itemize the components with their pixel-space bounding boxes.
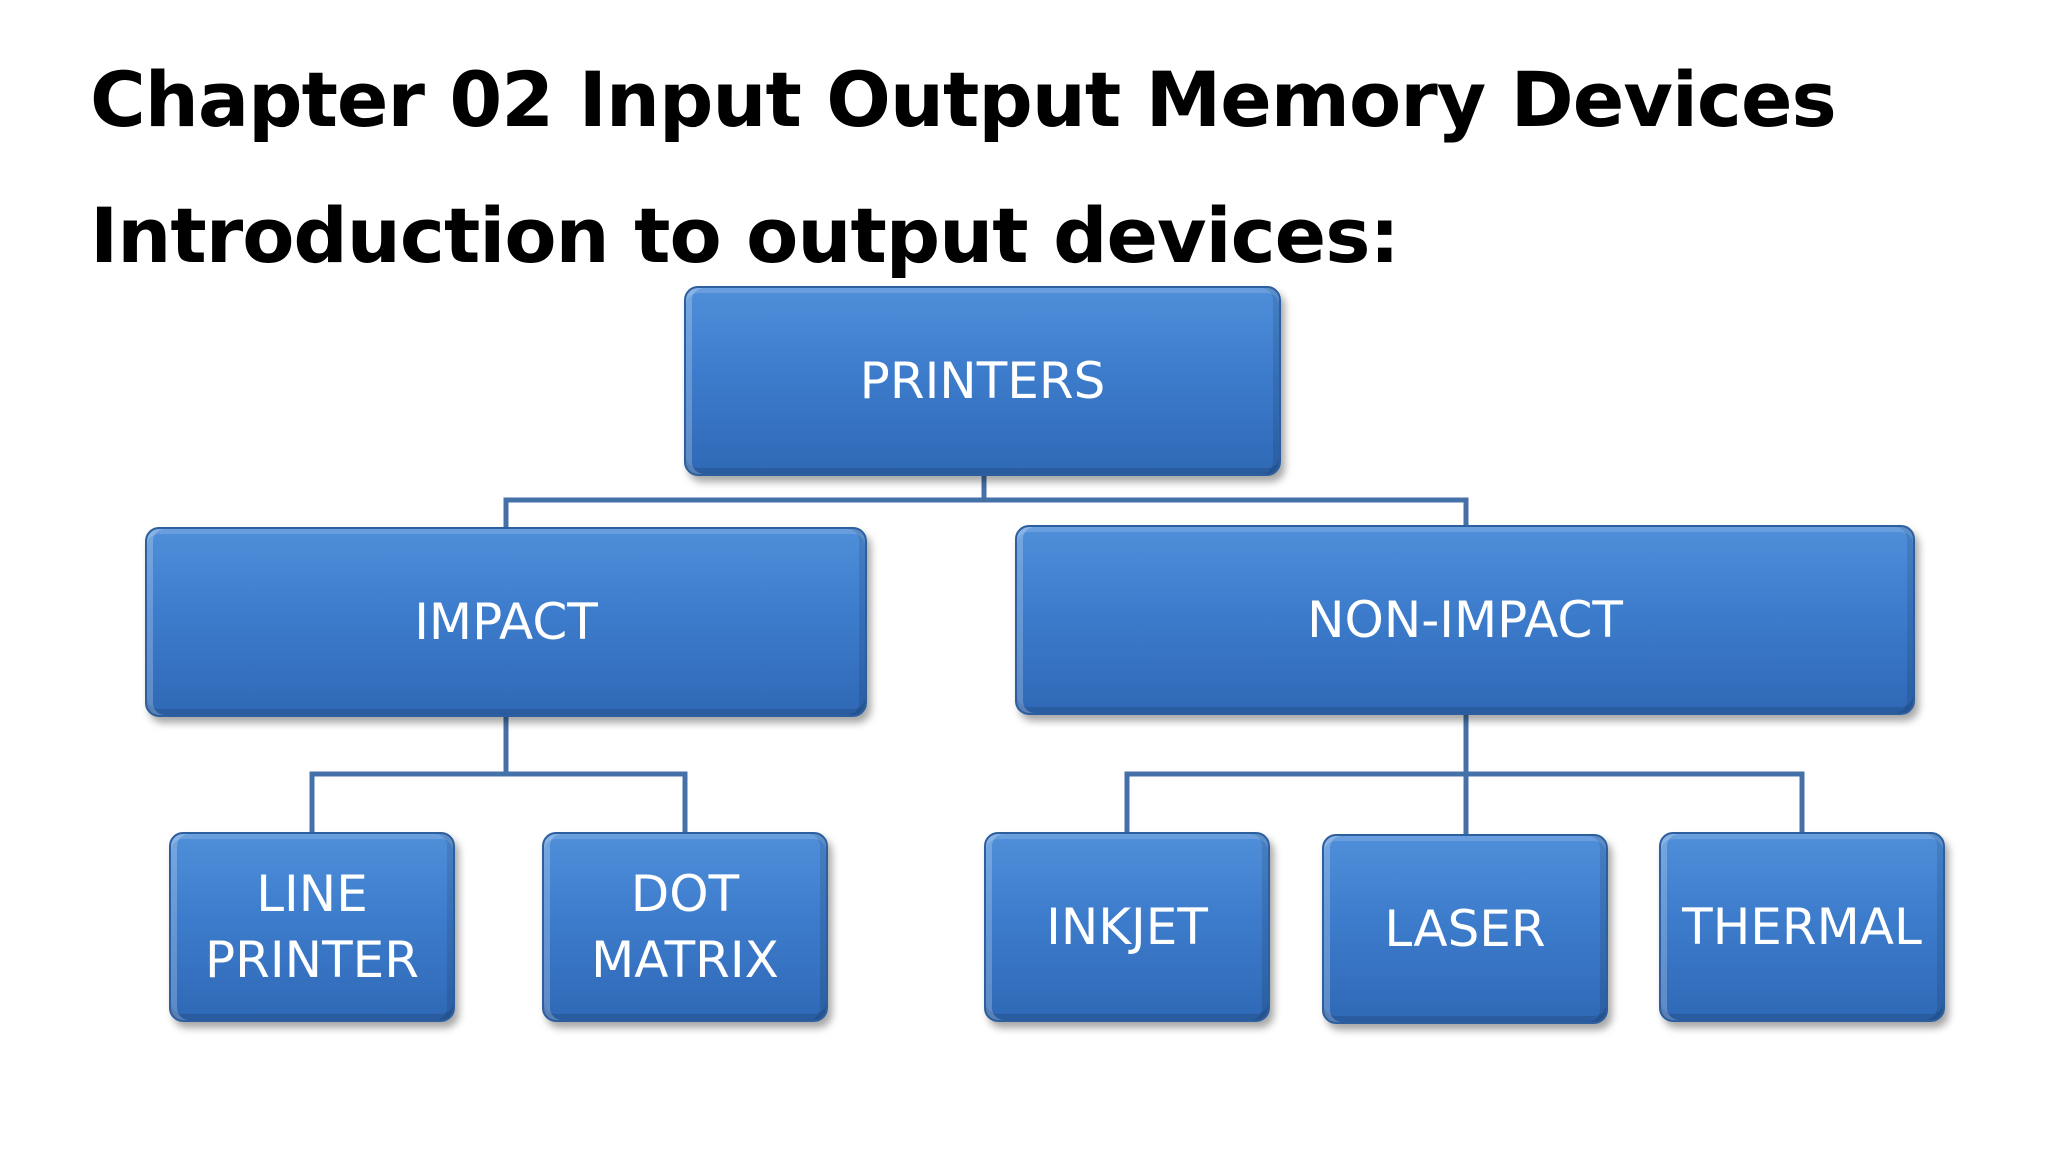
node-laser: LASER bbox=[1322, 834, 1608, 1024]
node-label: IMPACT bbox=[414, 593, 598, 651]
node-label: PRINTERS bbox=[859, 352, 1106, 410]
node-label-line-1: LINE bbox=[256, 865, 368, 923]
node-thermal: THERMAL bbox=[1659, 832, 1945, 1022]
node-label-line-2: MATRIX bbox=[591, 931, 779, 989]
node-inkjet: INKJET bbox=[984, 832, 1270, 1022]
node-line-printer: LINE PRINTER bbox=[169, 832, 455, 1022]
node-impact: IMPACT bbox=[145, 527, 867, 717]
node-dot-matrix: DOT MATRIX bbox=[542, 832, 828, 1022]
chapter-title: Chapter 02 Input Output Memory Devices bbox=[90, 55, 1837, 144]
node-label-line-2: PRINTER bbox=[205, 931, 419, 989]
node-label-line-1: DOT bbox=[630, 865, 740, 923]
node-label: LASER bbox=[1384, 900, 1546, 958]
node-label: NON-IMPACT bbox=[1307, 591, 1623, 649]
node-label: INKJET bbox=[1046, 898, 1208, 956]
node-printers: PRINTERS bbox=[684, 286, 1281, 476]
section-title: Introduction to output devices: bbox=[90, 191, 1400, 280]
node-label: THERMAL bbox=[1682, 898, 1922, 956]
node-non-impact: NON-IMPACT bbox=[1015, 525, 1915, 715]
